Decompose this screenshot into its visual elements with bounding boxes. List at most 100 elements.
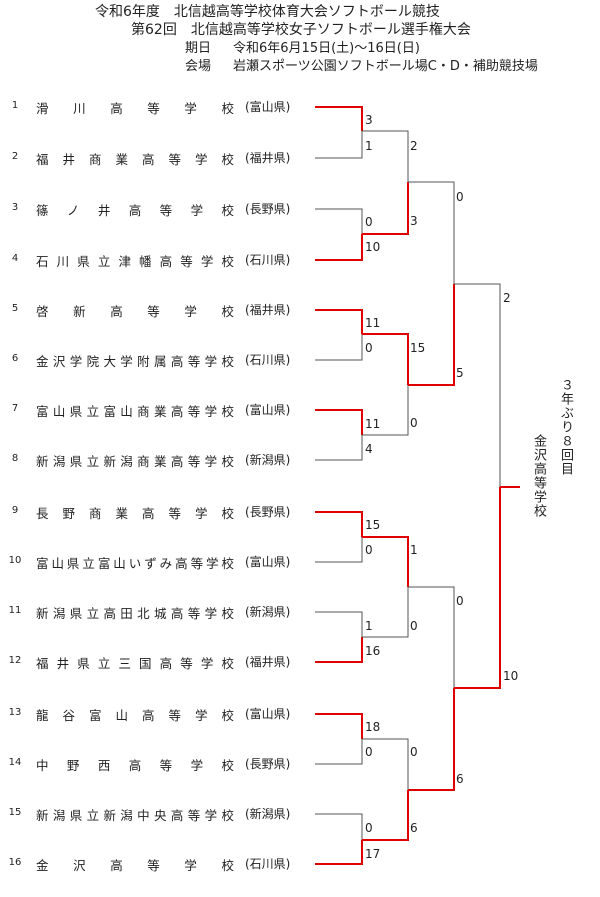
- team-number: 11: [8, 605, 22, 616]
- bracket-line-t1: [315, 106, 363, 131]
- team-prefecture: (富山県): [245, 555, 291, 569]
- match-score: 15: [410, 341, 426, 355]
- bracket-line-t12: [315, 637, 363, 663]
- team-number: 2: [11, 151, 19, 162]
- team-number: 7: [11, 403, 19, 414]
- team-number: 10: [8, 555, 22, 566]
- bracket-line-t15: [315, 813, 363, 840]
- team-name: 富山県立富山商業高等学校: [36, 404, 234, 419]
- tournament-title: 令和6年度 北信越高等学校体育大会ソフトボール競技: [95, 4, 440, 20]
- team-number: 8: [11, 453, 19, 464]
- team-number: 9: [11, 505, 19, 516]
- bracket-line-t7: [315, 409, 363, 435]
- team-prefecture: (新潟県): [245, 453, 291, 467]
- bracket-line-t5: [315, 309, 363, 334]
- date-value: 令和6年6月15日(土)～16日(日): [233, 41, 420, 56]
- match-score: 2: [503, 291, 511, 305]
- bracket-line-r2-6: [362, 587, 409, 638]
- team-number: 5: [11, 303, 19, 314]
- match-score: 11: [365, 417, 381, 431]
- match-score: 18: [365, 720, 381, 734]
- team-number: 1: [11, 100, 19, 111]
- bracket-line-r2-1: [362, 130, 409, 182]
- team-number: 3: [11, 202, 19, 213]
- bracket-line-t16: [315, 840, 363, 865]
- team-number: 13: [8, 707, 22, 718]
- venue-label: 会場: [185, 59, 212, 74]
- team-name: 福井県立三国高等学校: [36, 656, 234, 671]
- team-name: 啓新高等学校: [36, 304, 234, 319]
- team-prefecture: (長野県): [245, 505, 291, 519]
- team-name: 金沢学院大学附属高等学校: [36, 354, 234, 369]
- bracket-line-r2-8: [362, 790, 409, 841]
- team-prefecture: (福井県): [245, 151, 291, 165]
- team-name: 龍谷富山高等学校: [36, 708, 234, 723]
- match-score: 0: [456, 190, 464, 204]
- team-name: 中野西高等学校: [36, 758, 234, 773]
- match-score: 1: [365, 619, 373, 633]
- team-prefecture: (石川県): [245, 253, 291, 267]
- team-number: 14: [8, 757, 22, 768]
- venue-value: 岩瀬スポーツ公園ソフトボール場C・D・補助競技場: [233, 59, 538, 74]
- team-number: 6: [11, 353, 19, 364]
- team-prefecture: (富山県): [245, 403, 291, 417]
- match-score: 16: [365, 644, 381, 658]
- team-number: 12: [8, 655, 22, 666]
- tournament-subtitle: 第62回 北信越高等学校女子ソフトボール選手権大会: [131, 22, 471, 38]
- match-score: 3: [365, 113, 373, 127]
- team-number: 4: [11, 253, 19, 264]
- bracket-line-final-bottom: [454, 487, 501, 689]
- team-name: 篠ノ井高等学校: [36, 203, 234, 218]
- match-score: 0: [365, 341, 373, 355]
- bracket-line-t2: [315, 131, 363, 159]
- team-number: 15: [8, 807, 22, 818]
- match-score: 17: [365, 847, 381, 861]
- champion-note: ３年ぶり８回目: [558, 378, 573, 476]
- match-score: 0: [365, 543, 373, 557]
- team-name: 金沢高等学校: [36, 858, 234, 873]
- match-score: 6: [456, 772, 464, 786]
- team-name: 福井商業高等学校: [36, 152, 234, 167]
- match-score: 4: [365, 442, 373, 456]
- match-score: 1: [410, 543, 418, 557]
- team-name: 新潟県立新潟中央高等学校: [36, 808, 234, 823]
- match-score: 1: [365, 139, 373, 153]
- match-score: 0: [410, 619, 418, 633]
- team-prefecture: (福井県): [245, 303, 291, 317]
- match-score: 0: [456, 594, 464, 608]
- champion-name: 金沢高等学校: [531, 434, 546, 518]
- match-score: 15: [365, 518, 381, 532]
- bracket-line-r3-4: [408, 688, 455, 791]
- match-score: 0: [410, 416, 418, 430]
- match-score: 0: [365, 821, 373, 835]
- team-name: 長野商業高等学校: [36, 506, 234, 521]
- match-score: 3: [410, 214, 418, 228]
- team-name: 新潟県立新潟商業高等学校: [36, 454, 234, 469]
- match-score: 2: [410, 139, 418, 153]
- bracket-line-t8: [315, 435, 363, 461]
- match-score: 0: [410, 745, 418, 759]
- team-name: 滑川高等学校: [36, 101, 234, 116]
- bracket-line-r2-4: [362, 385, 409, 436]
- bracket-line-t3: [315, 208, 363, 234]
- team-name: 富山県立富山いずみ高等学校: [36, 556, 234, 571]
- bracket-line-r2-3: [362, 333, 409, 385]
- bracket-line-t4: [315, 234, 363, 261]
- bracket-line-t9: [315, 511, 363, 537]
- team-prefecture: (新潟県): [245, 605, 291, 619]
- match-score: 10: [503, 669, 519, 683]
- team-prefecture: (長野県): [245, 202, 291, 216]
- team-prefecture: (福井県): [245, 655, 291, 669]
- bracket-line-r3-3: [408, 586, 455, 688]
- match-score: 11: [365, 316, 381, 330]
- bracket-line-t13: [315, 713, 363, 739]
- team-prefecture: (富山県): [245, 100, 291, 114]
- date-label: 期日: [185, 41, 212, 56]
- bracket-line-r2-7: [362, 738, 409, 790]
- bracket-line-r3-1: [408, 181, 455, 284]
- team-prefecture: (新潟県): [245, 807, 291, 821]
- team-number: 16: [8, 857, 22, 868]
- bracket-line-r2-2: [362, 182, 409, 235]
- bracket-line-r2-5: [362, 536, 409, 587]
- bracket-line-final-top: [454, 283, 501, 487]
